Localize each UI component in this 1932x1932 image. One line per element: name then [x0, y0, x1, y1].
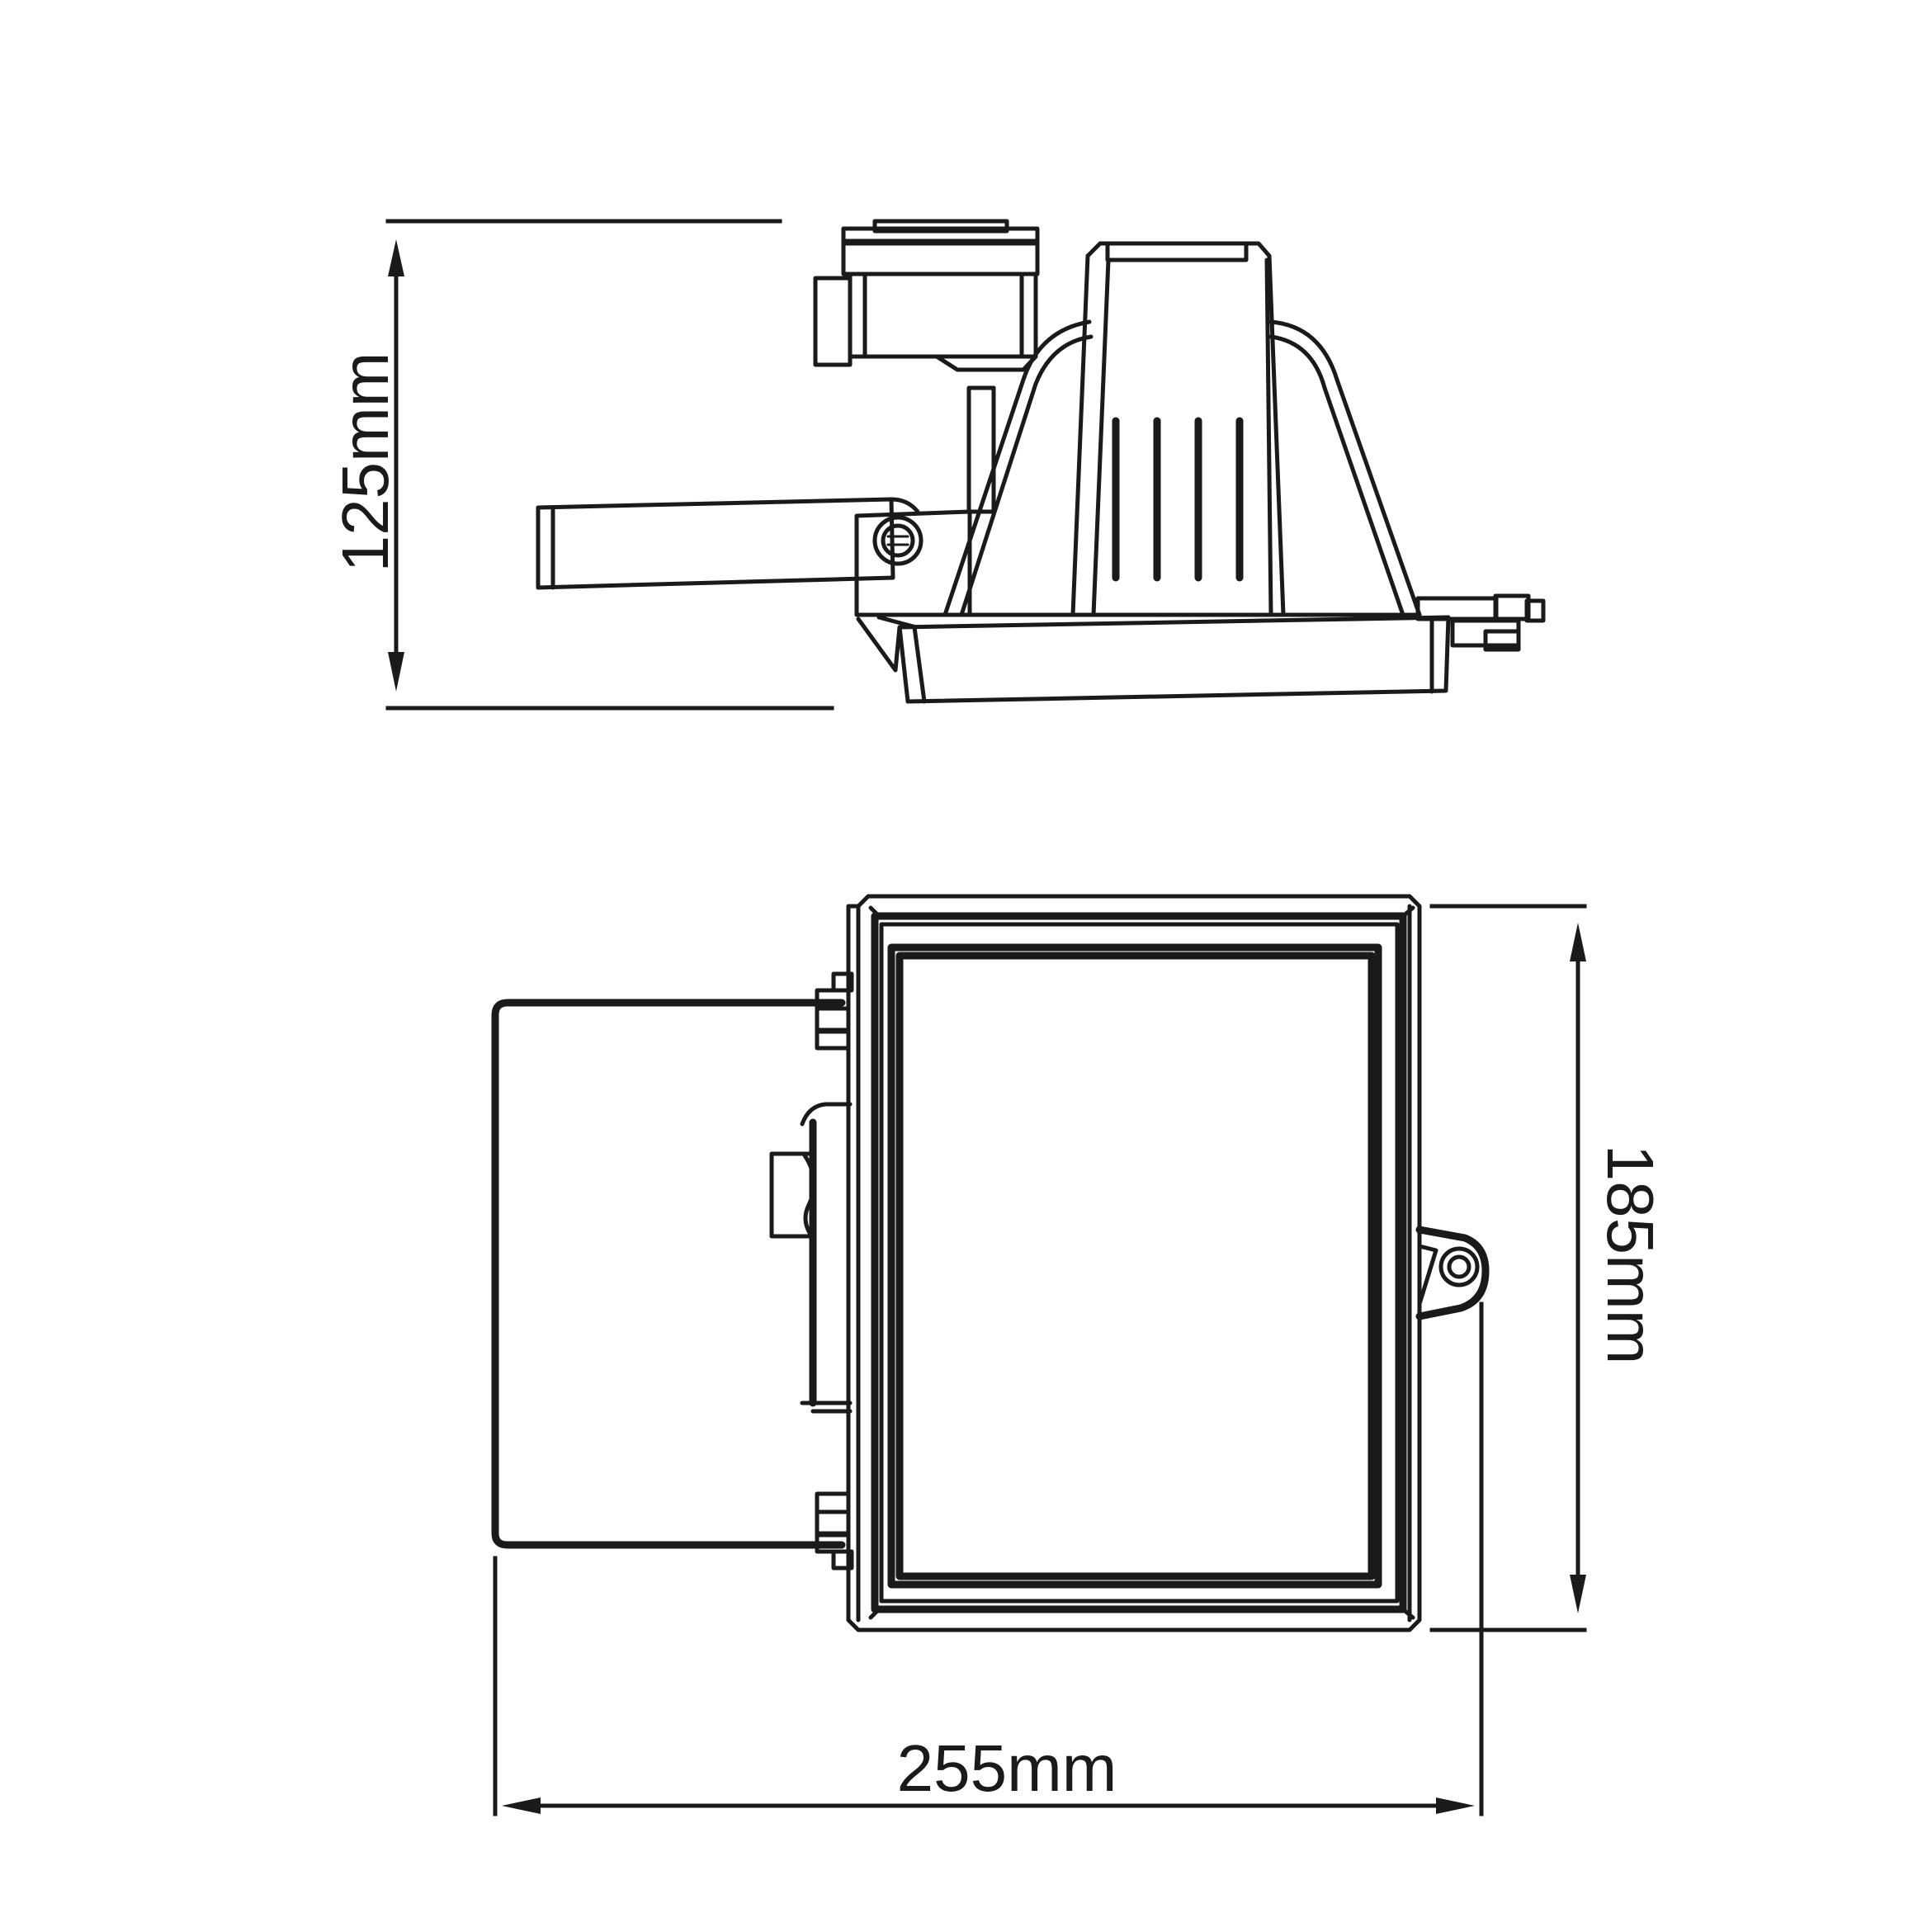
- width-label: 255mm: [897, 1731, 1117, 1805]
- side-view-body: [942, 241, 1422, 617]
- side-view-top-box: [813, 219, 1040, 372]
- side-view-front-frame: [856, 615, 1451, 704]
- dimension-width: 255mm: [493, 1301, 1484, 1816]
- front-view-glass: [887, 943, 1382, 1589]
- height-label: 125mm: [328, 352, 402, 573]
- front-view-hinge-bottom: [815, 1491, 854, 1571]
- front-view-housing: [846, 894, 1422, 1632]
- front-view-hinge-top: [815, 971, 854, 1051]
- dimension-depth: 185mm: [1429, 904, 1667, 1632]
- side-view-knob: [872, 515, 923, 566]
- front-view-mounting-plate: [491, 999, 853, 1549]
- side-view: 125mm: [328, 219, 1546, 711]
- side-view-hinge: [1415, 593, 1546, 652]
- dimension-height: 125mm: [328, 219, 834, 711]
- front-view-knob: [1415, 1226, 1490, 1320]
- depth-label: 185mm: [1594, 1145, 1667, 1365]
- front-view: 185mm 255mm: [491, 894, 1667, 1816]
- side-view-stem: [966, 385, 996, 514]
